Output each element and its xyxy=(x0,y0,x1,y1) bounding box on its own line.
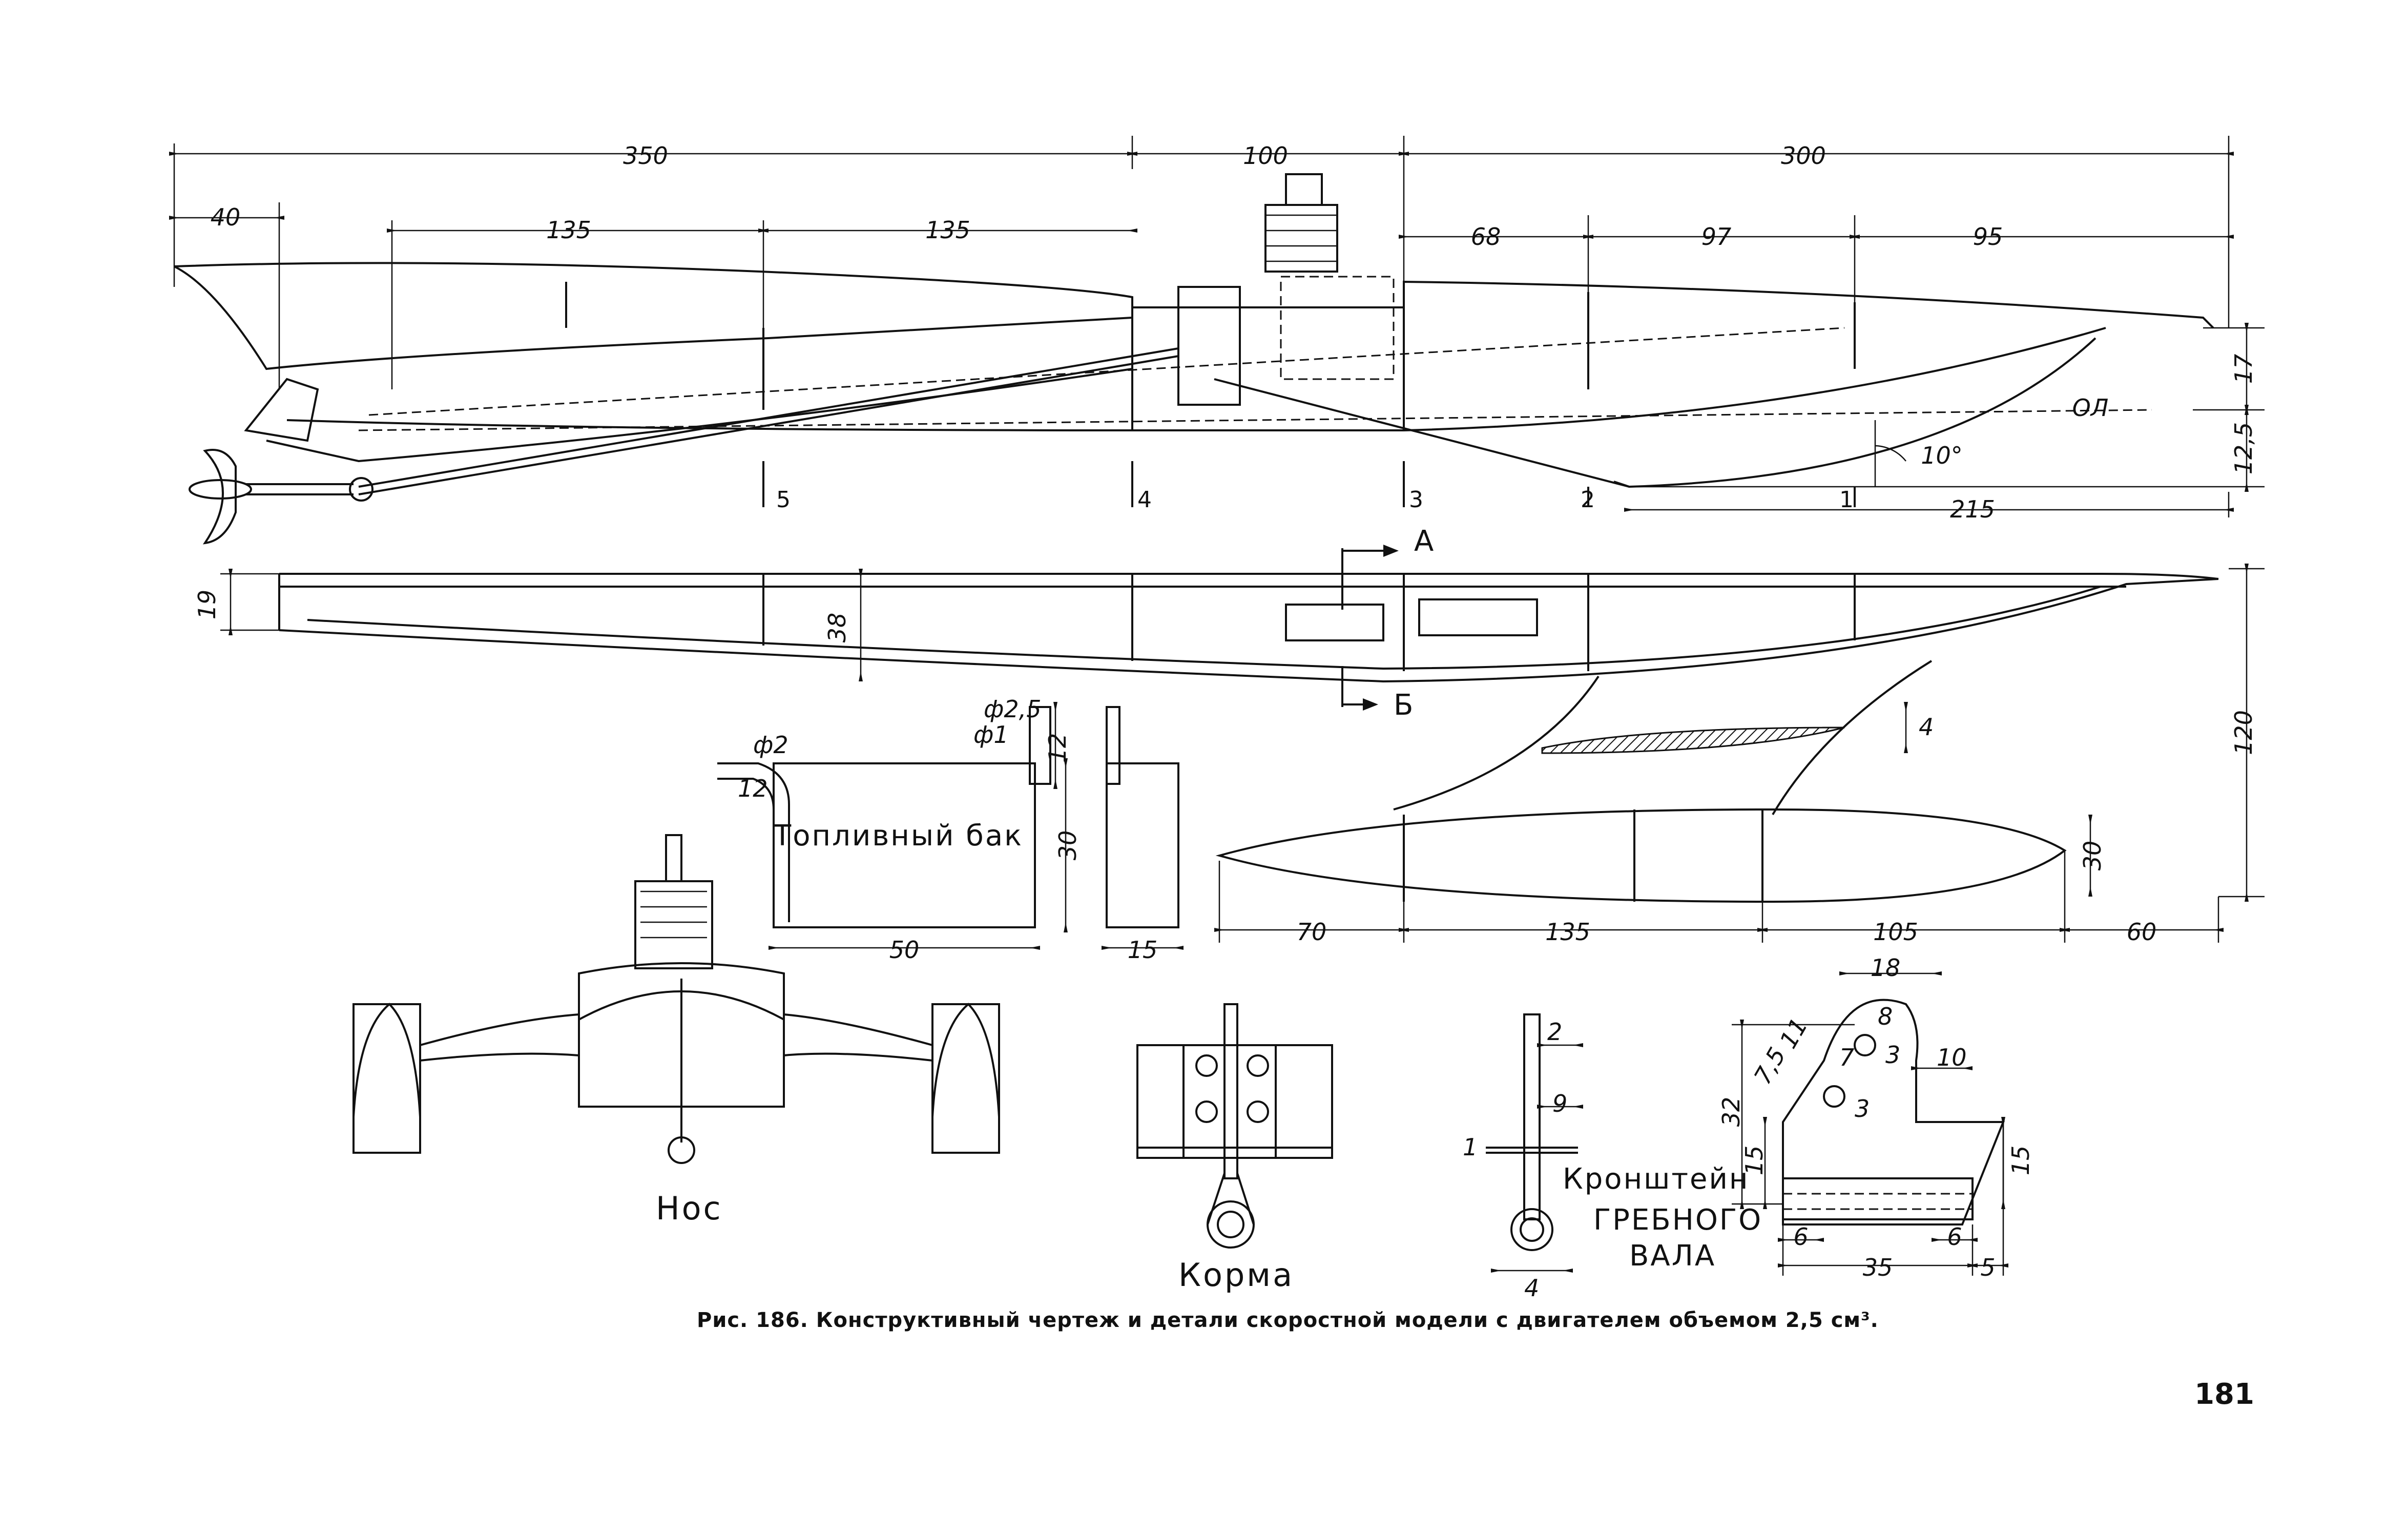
dim-135-float: 135 xyxy=(1545,918,1590,946)
bracket-dim-15a: 15 xyxy=(1740,1146,1768,1176)
stern-view: Корма xyxy=(1136,1003,1333,1294)
hull-chine-line xyxy=(266,368,1133,463)
dim-float-30: 30 xyxy=(2079,841,2106,871)
bow-view: Нос xyxy=(352,834,1000,1227)
bracket-dim-3b: 3 xyxy=(1855,1095,1870,1123)
dim-135-a: 135 xyxy=(546,216,591,244)
bracket-dim-5: 5 xyxy=(1980,1254,1995,1281)
bracket-dim-6a: 6 xyxy=(1793,1223,1808,1251)
dim-97: 97 xyxy=(1701,223,1732,251)
dim-17: 17 xyxy=(2230,354,2257,384)
dim-12-5: 12,5 xyxy=(2230,422,2257,474)
dim-70: 70 xyxy=(1297,918,1327,946)
strut-hatch xyxy=(1541,726,1845,754)
bracket-dim-7: 7 xyxy=(1839,1044,1854,1071)
station-2: 2 xyxy=(1581,487,1595,513)
bracket-dim-11: 11 xyxy=(1774,1013,1813,1053)
dim-60: 60 xyxy=(2127,918,2157,946)
rudder xyxy=(244,378,319,442)
strut-dim-4: 4 xyxy=(1524,1274,1539,1302)
angle-10: 10° xyxy=(1921,442,1963,469)
strut-dim-2: 2 xyxy=(1547,1018,1562,1046)
bracket-dim-32: 32 xyxy=(1717,1097,1745,1127)
tank-dim-d1: ф1 xyxy=(973,721,1009,749)
plan-hull-top xyxy=(279,573,2219,580)
tank-dim-15: 15 xyxy=(1128,936,1158,964)
tank-dim-50: 50 xyxy=(889,936,920,964)
dim-300: 300 xyxy=(1781,142,1826,170)
fuel-tank: Топливный бак ф2 12 ф2,5 ф1 12 30 50 15 xyxy=(717,695,1184,964)
stern-label: Корма xyxy=(1178,1256,1294,1294)
dim-120: 120 xyxy=(2230,710,2257,755)
dim-19: 19 xyxy=(193,590,221,620)
stabilizer-fin xyxy=(1214,337,2096,488)
bracket-label-3: вала xyxy=(1629,1239,1716,1273)
bracket-dim-7-5: 7,5 xyxy=(1749,1043,1791,1089)
dim-105: 105 xyxy=(1873,918,1918,946)
bracket-label-2: гребного xyxy=(1593,1203,1762,1237)
dim-135-b: 135 xyxy=(925,216,970,244)
strut-dim-9: 9 xyxy=(1552,1090,1567,1117)
bracket-dim-6b: 6 xyxy=(1947,1223,1962,1251)
dim-68: 68 xyxy=(1471,223,1501,251)
bracket-dim-10: 10 xyxy=(1937,1044,1967,1071)
bracket-dim-35: 35 xyxy=(1863,1254,1893,1281)
tank-dim-d2: ф2 xyxy=(753,731,788,759)
bracket-dim-3a: 3 xyxy=(1885,1041,1900,1069)
strut xyxy=(1393,660,1933,816)
bracket-label-1: Кронштейн xyxy=(1563,1162,1750,1196)
fuel-tank-label: Топливный бак xyxy=(773,819,1023,853)
bracket-dim-8: 8 xyxy=(1878,1003,1893,1030)
section-a-label: А xyxy=(1414,525,1435,558)
tank-dim-d2-5: ф2,5 xyxy=(984,695,1041,723)
bracket-dim-15b: 15 xyxy=(2007,1146,2035,1176)
dim-350: 350 xyxy=(623,142,668,170)
hull-sheer-line xyxy=(174,265,1133,370)
tank-dim-12a: 12 xyxy=(738,775,768,802)
hull-bottom-line xyxy=(286,327,2106,431)
waterline-label: ОЛ xyxy=(2072,394,2109,422)
engine xyxy=(1177,173,1395,406)
dim-4: 4 xyxy=(1919,713,1934,741)
figure-caption: Рис. 186. Конструктивный чертеж и детали… xyxy=(697,1308,1879,1332)
bow-label: Нос xyxy=(656,1190,723,1227)
plan-view: А Б 19 38 120 4 30 xyxy=(193,525,2265,946)
shaft-bracket: 18 8 11 7 7,5 3 3 10 32 15 15 6 6 35 5 xyxy=(1717,954,2035,1281)
station-4: 4 xyxy=(1137,487,1152,513)
station-5: 5 xyxy=(776,487,791,513)
side-view: 350 100 300 40 135 135 68 97 95 xyxy=(169,136,2265,545)
strut-dim-1: 1 xyxy=(1463,1133,1478,1161)
dim-100: 100 xyxy=(1243,142,1288,170)
float xyxy=(1215,808,2067,903)
plan-hull-bottom xyxy=(279,578,2219,683)
dim-95: 95 xyxy=(1973,223,2003,251)
station-3: 3 xyxy=(1409,487,1423,513)
dim-38: 38 xyxy=(823,613,851,643)
hull-deck-line xyxy=(174,262,2214,329)
section-b-label: Б xyxy=(1394,689,1415,722)
page-number: 181 xyxy=(2194,1378,2254,1411)
station-1: 1 xyxy=(1839,487,1854,513)
tank-dim-30: 30 xyxy=(1054,830,1082,861)
bracket-dim-18: 18 xyxy=(1871,954,1901,982)
propeller xyxy=(189,449,373,545)
dim-40: 40 xyxy=(211,203,241,231)
dim-215: 215 xyxy=(1950,495,1995,523)
tank-dim-12b: 12 xyxy=(1044,733,1071,763)
strut-detail: 2 9 1 4 xyxy=(1463,1013,1583,1302)
